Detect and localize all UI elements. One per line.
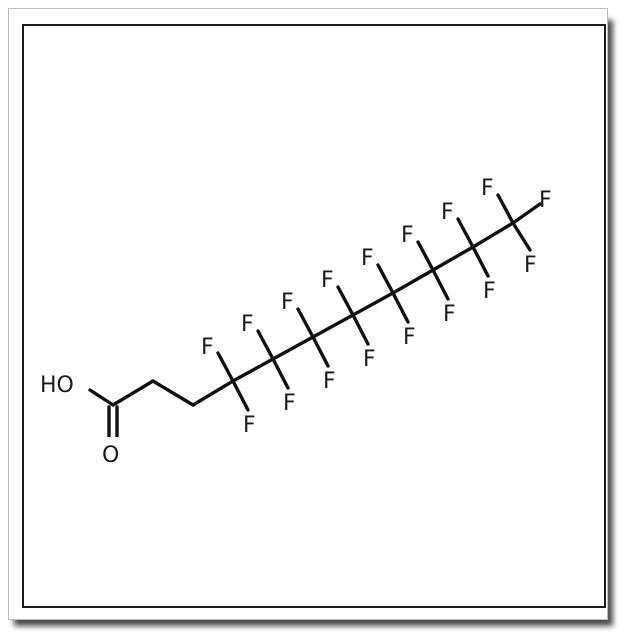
bond-c1-c2 — [111, 379, 155, 407]
fluorine-label: F — [281, 290, 294, 315]
bond-c-oh — [88, 388, 115, 407]
bond-c5-c6 — [271, 335, 315, 361]
label-pads — [38, 367, 122, 465]
fluorine-label: F — [283, 391, 296, 416]
fluorine-label: F — [524, 253, 537, 278]
bond-c7-c8 — [351, 291, 395, 317]
fluorine-label: F — [321, 268, 334, 293]
fluorine-label: F — [441, 200, 454, 225]
carbonyl-oxygen-label: O — [102, 443, 119, 468]
bond-lines — [88, 193, 542, 439]
hydroxyl-label: HO — [40, 373, 74, 398]
fluorine-label: F — [323, 369, 336, 394]
fluorine-label: F — [363, 347, 376, 372]
bond-c6-c7 — [311, 313, 355, 339]
fluorine-label: F — [401, 223, 414, 248]
bond-c8-c9 — [391, 268, 435, 295]
fluorine-label: F — [483, 279, 496, 304]
fluorine-label: F — [241, 312, 254, 337]
fluorine-label: F — [539, 188, 552, 213]
fluorine-label: F — [361, 246, 374, 271]
fluorine-label: F — [201, 335, 214, 360]
fluorine-labels: F F F F F F F F F F F F F F F F F — [201, 176, 552, 438]
bond-c9-c10 — [431, 245, 475, 272]
bond-c3-c4 — [191, 379, 235, 407]
fluorine-label: F — [243, 413, 256, 438]
fluorine-label: F — [481, 176, 494, 201]
fluorine-label: F — [443, 302, 456, 327]
bond-c4-c5 — [231, 357, 275, 383]
fluorine-label: F — [403, 325, 416, 350]
bond-c10-c11 — [471, 221, 515, 249]
structure-frame — [22, 24, 606, 608]
bond-c2-c3 — [151, 379, 195, 407]
